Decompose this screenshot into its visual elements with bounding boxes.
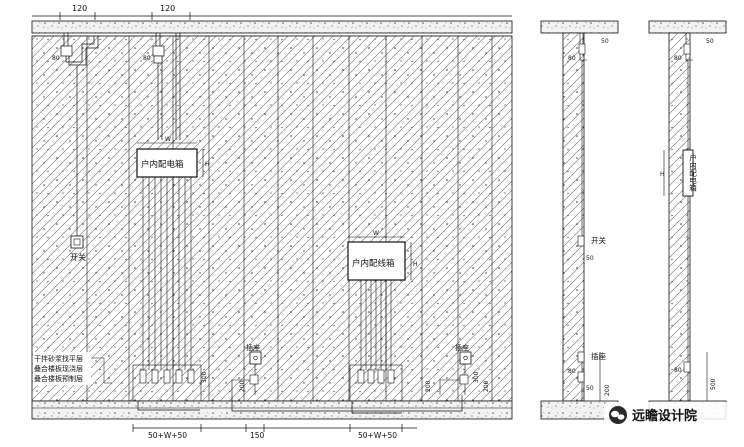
height-marks: 300 200 200 200 300: [201, 371, 490, 392]
panel-sub-h: H: [413, 261, 418, 268]
watermark-text: 远瞻设计院: [632, 408, 697, 424]
socket-label-1: 插座: [246, 343, 260, 352]
panel-main-title: 户内配电箱: [141, 159, 184, 170]
section-right-h: H: [660, 171, 665, 178]
socket-1: [231, 351, 262, 395]
panel-main-h: H: [205, 161, 210, 168]
panel-main-w: W: [165, 136, 171, 143]
wiring-box: [347, 236, 412, 402]
section-left-socket-mark-1: 80: [568, 368, 576, 375]
section-right-mark-1: 50: [706, 38, 714, 45]
socket-2: [439, 351, 472, 395]
section-right: 50 80 户内配电箱 H 80 500: [648, 20, 727, 420]
section-left-switch: 开关: [591, 235, 606, 245]
side-mark-1: 80: [52, 55, 60, 62]
svg-text:200: 200: [239, 380, 246, 392]
switch-label: 开关: [70, 252, 86, 262]
section-left-mark-2: 80: [568, 55, 576, 62]
top-dimension: [32, 12, 512, 20]
section-right-panel: 户内配电箱: [688, 153, 697, 193]
panel-sub-w: W: [373, 230, 379, 237]
section-left-mark-1: 50: [601, 38, 609, 45]
bottom-dim-1: 50+W+50: [148, 431, 187, 440]
ceiling-slab: [31, 20, 513, 34]
switch-box: [70, 66, 84, 249]
panel-sub-title: 户内配线箱: [352, 258, 395, 269]
socket-label-2: 插座: [455, 343, 469, 352]
section-right-socket-mark-1: 80: [674, 367, 682, 374]
bottom-dim-3: 50+W+50: [358, 431, 397, 440]
svg-text:200: 200: [483, 380, 490, 392]
floor-layer-notes: 干拌砂浆找平层 叠合楼板现浇层 叠合楼板预制层: [33, 352, 112, 385]
side-mark-2: 80: [143, 55, 151, 62]
svg-text:300: 300: [201, 371, 208, 383]
distribution-panel: [132, 142, 204, 402]
floor-layer-3: 叠合楼板预制层: [34, 374, 83, 383]
bottom-dim-2: 150: [250, 431, 265, 440]
section-left-socket-mark-3: 200: [604, 384, 611, 396]
floor-layer-2: 叠合楼板现浇层: [34, 364, 83, 373]
section-left-socket-mark-2: 50: [586, 385, 594, 392]
svg-text:300: 300: [473, 371, 480, 383]
svg-text:200: 200: [425, 380, 432, 392]
section-right-mark-2: 80: [674, 55, 682, 62]
section-left: 50 80 开关 50 插座 80 50 200: [540, 20, 619, 420]
watermark: 远瞻设计院: [604, 402, 740, 428]
floor-slab: [31, 400, 513, 420]
front-elevation: 120 120: [31, 4, 513, 440]
section-left-switch-mark: 50: [586, 255, 594, 262]
section-left-socket: 插座: [591, 351, 606, 361]
ceiling-conduits: [60, 33, 181, 140]
top-dim-2: 120: [160, 4, 175, 13]
section-right-socket-mark-2: 500: [710, 378, 717, 390]
bottom-dimension: [132, 424, 417, 432]
floor-layer-1: 干拌砂浆找平层: [34, 354, 83, 363]
top-dim-1: 120: [72, 4, 87, 13]
